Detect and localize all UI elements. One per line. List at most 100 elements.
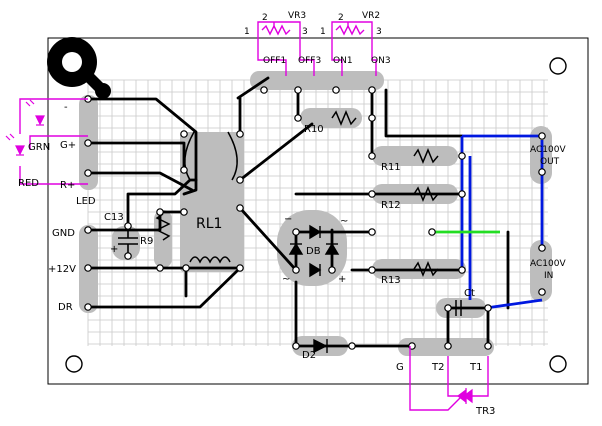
db-minus-label: −: [284, 214, 292, 225]
ac-in-label-1: AC100V: [530, 259, 566, 269]
relay-coil-icon: [184, 131, 238, 264]
pad: [84, 303, 92, 311]
on3-label: ON3: [371, 56, 391, 66]
pad: [458, 190, 466, 198]
pad: [294, 86, 302, 94]
pad: [538, 132, 546, 140]
vr2-pin3-label: 3: [376, 27, 382, 37]
pad: [180, 208, 188, 216]
ac-out-label-1: AC100V: [530, 145, 566, 155]
pad: [292, 266, 300, 274]
pad: [538, 168, 546, 176]
pad: [368, 228, 376, 236]
pads: [84, 86, 546, 350]
pad: [328, 266, 336, 274]
db-label: DB: [306, 246, 321, 257]
vr2-pin2-label: 2: [338, 13, 344, 23]
pad: [458, 266, 466, 274]
mounting-holes: [65, 57, 567, 373]
labels: 1 2 3 VR3 1 2 3 VR2 OFF1 OFF3 ON1 ON3 R1…: [18, 11, 566, 417]
tr3-label: TR3: [475, 406, 495, 417]
triac-tr3-icon: [457, 388, 473, 404]
pad: [84, 169, 92, 177]
pad: [124, 252, 132, 260]
db-plus-label: +: [338, 274, 346, 285]
on1-label: ON1: [333, 56, 353, 66]
ac-in-connector: [530, 240, 552, 302]
db-ac2-label: ~: [282, 274, 290, 285]
pad: [332, 86, 340, 94]
pad: [368, 190, 376, 198]
r11-body: [372, 146, 458, 166]
vr2-pin1-label: 1: [320, 27, 326, 37]
c13-label: C13: [104, 212, 124, 223]
r13-zigzag: [413, 261, 439, 277]
r9-body: [154, 210, 172, 268]
pad: [484, 304, 492, 312]
vr2-label: VR2: [362, 11, 380, 21]
ac-in-label-2: IN: [544, 271, 553, 281]
pad: [368, 266, 376, 274]
pad: [182, 264, 190, 272]
pad: [538, 244, 546, 252]
pad: [444, 342, 452, 350]
dr-label: DR: [58, 302, 73, 313]
t2-label: T2: [431, 362, 444, 373]
pad: [180, 130, 188, 138]
pad: [260, 86, 268, 94]
v12-label: +12V: [48, 264, 76, 275]
vr3-pin1-label: 1: [244, 27, 250, 37]
g-plus-label: G+: [60, 140, 76, 151]
pad: [84, 139, 92, 147]
pad: [84, 226, 92, 234]
external-parts-overlay: [19, 21, 489, 411]
db-bridge-icon: [288, 224, 340, 278]
pad: [458, 152, 466, 160]
pad: [236, 204, 244, 212]
pad: [484, 342, 492, 350]
db-ac1-label: ~: [340, 216, 348, 227]
off3-label: OFF3: [298, 56, 321, 66]
vr-connector: [250, 71, 384, 90]
relay-rl1-body: [180, 132, 244, 272]
keyhole-mount-icon: [47, 37, 111, 99]
vr3-pin3-label: 3: [302, 27, 308, 37]
vr3-label: VR3: [288, 11, 306, 21]
pad: [538, 288, 546, 296]
pad: [84, 264, 92, 272]
c13-plus-label: +: [110, 244, 118, 255]
c13-body: [112, 226, 140, 260]
ct-capacitor-icon: [455, 300, 462, 316]
vr3-pin2-label: 2: [262, 13, 268, 23]
red-label: RED: [18, 178, 39, 189]
led-icons: [5, 99, 45, 156]
ct-label: Ct: [464, 288, 475, 299]
r11-zigzag: [413, 148, 439, 164]
pad: [368, 114, 376, 122]
red-led-icon: [15, 145, 25, 156]
r10-label: R10: [304, 124, 324, 135]
off1-label: OFF1: [263, 56, 286, 66]
pad: [294, 114, 302, 122]
ac-out-label-2: OUT: [540, 157, 560, 167]
pad: [444, 304, 452, 312]
g-label: G: [396, 362, 404, 373]
r12-label: R12: [381, 200, 401, 211]
pad: [292, 342, 300, 350]
signal-wires: [86, 76, 510, 348]
led-minus-label: -: [64, 102, 68, 113]
d2-label: D2: [302, 350, 316, 361]
r11-label: R11: [381, 162, 401, 173]
pad: [180, 166, 188, 174]
pad: [348, 342, 356, 350]
pad: [236, 264, 244, 272]
d2-diode-icon: [313, 338, 328, 354]
r12-zigzag: [413, 186, 439, 202]
grn-led-icon: [35, 115, 45, 126]
r9-label: R9: [140, 236, 153, 247]
pad: [156, 208, 164, 216]
r10-zigzag: [331, 110, 357, 126]
grn-label: GRN: [28, 142, 50, 153]
